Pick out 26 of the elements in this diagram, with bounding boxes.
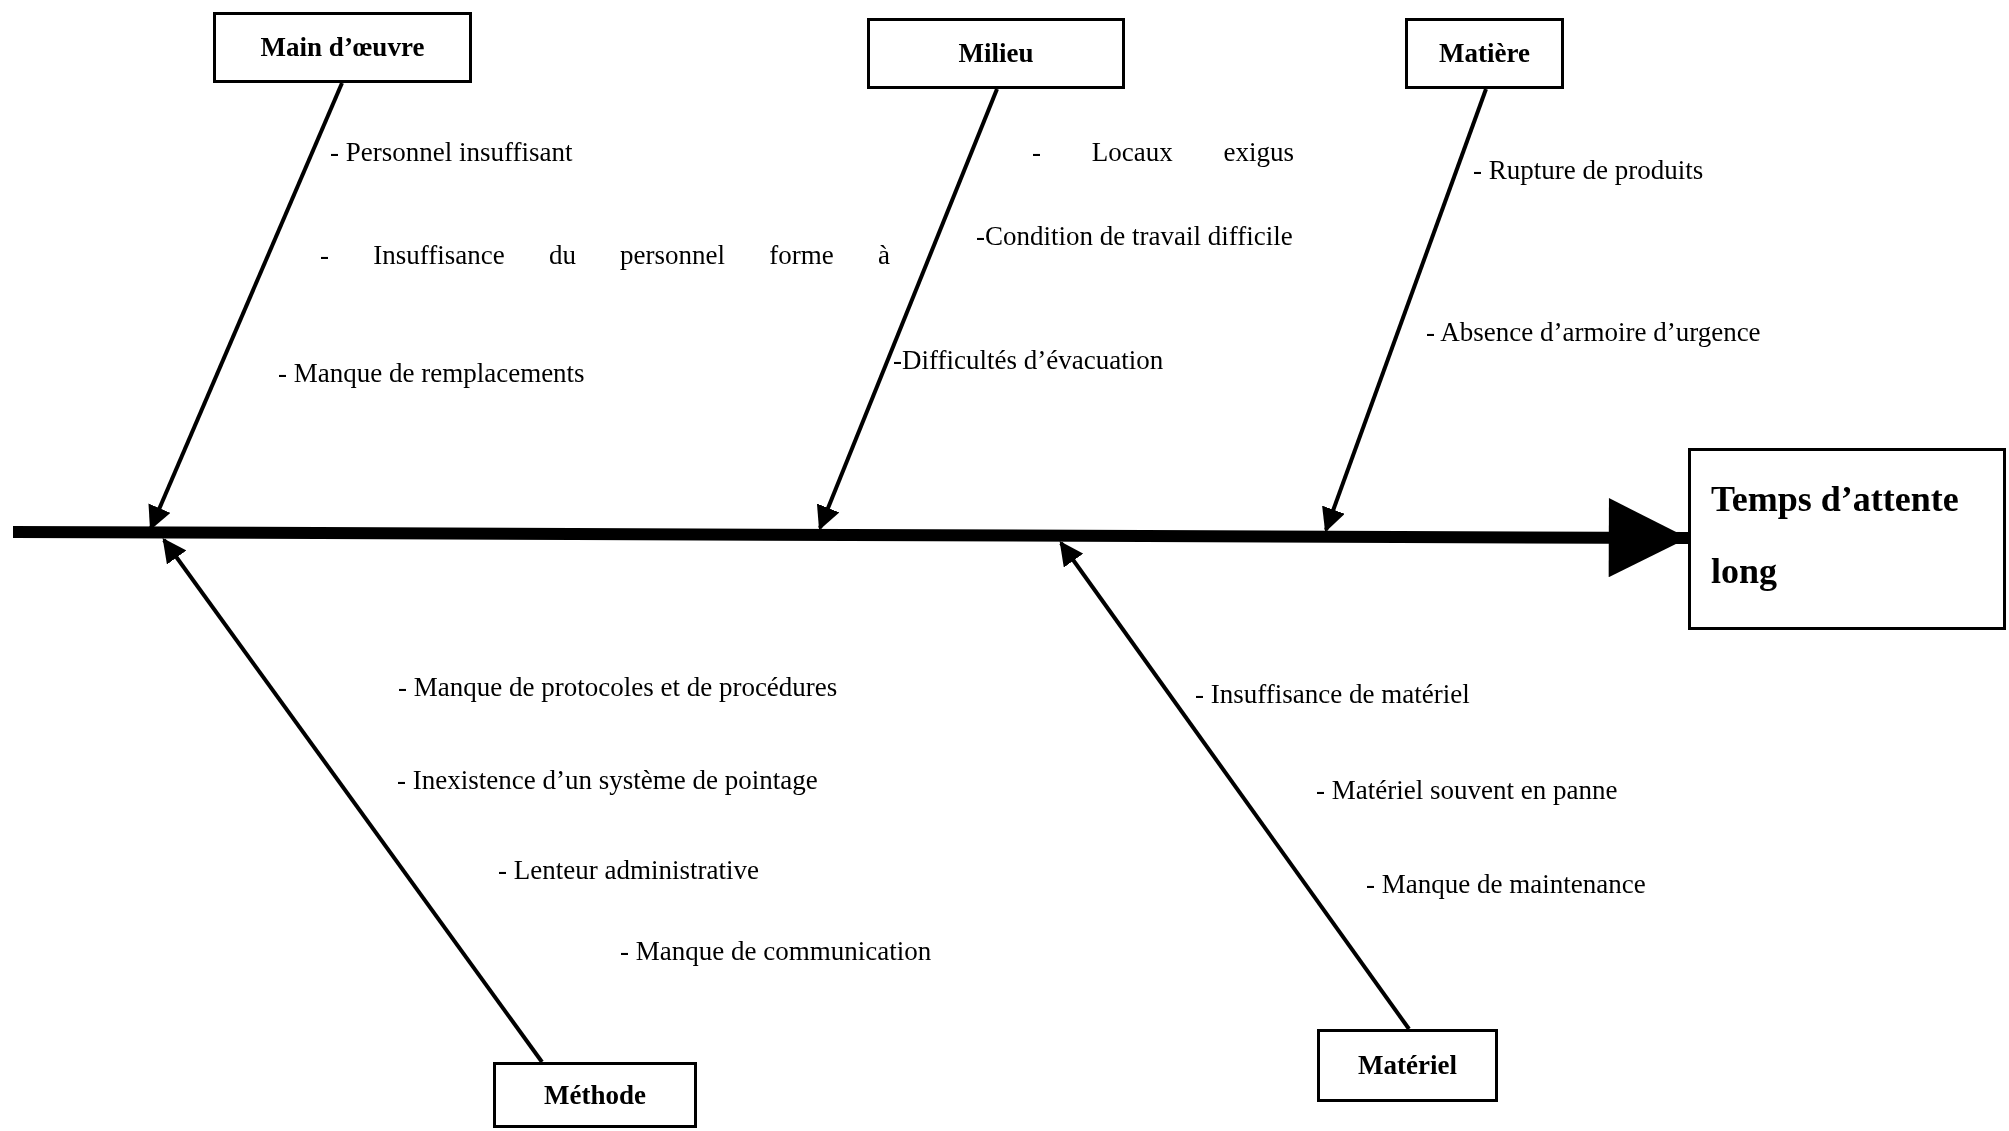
cause-text: - Matériel souvent en panne [1316,774,1618,806]
cause-text: - Locaux exigus [1032,136,1294,168]
cause-category-box: Milieu [867,18,1125,89]
cause-text: -Condition de travail difficile [976,220,1293,252]
cause-text: - Absence d’armoire d’urgence [1426,316,1761,348]
cause-text: - Manque de communication [620,935,932,967]
cause-category-box: Matériel [1317,1029,1498,1102]
effect-box: Temps d’attente long [1688,448,2006,630]
cause-text: - Inexistence d’un système de pointage [397,764,818,796]
cause-text: - Insuffisance du personnel forme à [320,239,890,271]
cause-category-box: Méthode [493,1062,697,1128]
cause-text: - Insuffisance de matériel [1195,678,1470,710]
cause-text: -Difficultés d’évacuation [893,344,1164,376]
bone-arrow [1322,88,1488,533]
cause-category-box: Matière [1405,18,1564,89]
cause-category-box: Main d’œuvre [213,12,472,83]
cause-text: - Rupture de produits [1473,154,1704,186]
cause-text: - Manque de maintenance [1366,868,1646,900]
spine-arrow [12,498,1689,578]
cause-text: - Lenteur administrative [498,854,759,886]
cause-text: - Manque de protocoles et de procédures [398,671,838,703]
bone-arrow [162,538,544,1064]
cause-text: - Manque de remplacements [278,357,585,389]
bone-arrow [1059,541,1411,1031]
cause-text: - Personnel insuffisant [330,136,573,168]
bone-arrow [816,88,999,531]
